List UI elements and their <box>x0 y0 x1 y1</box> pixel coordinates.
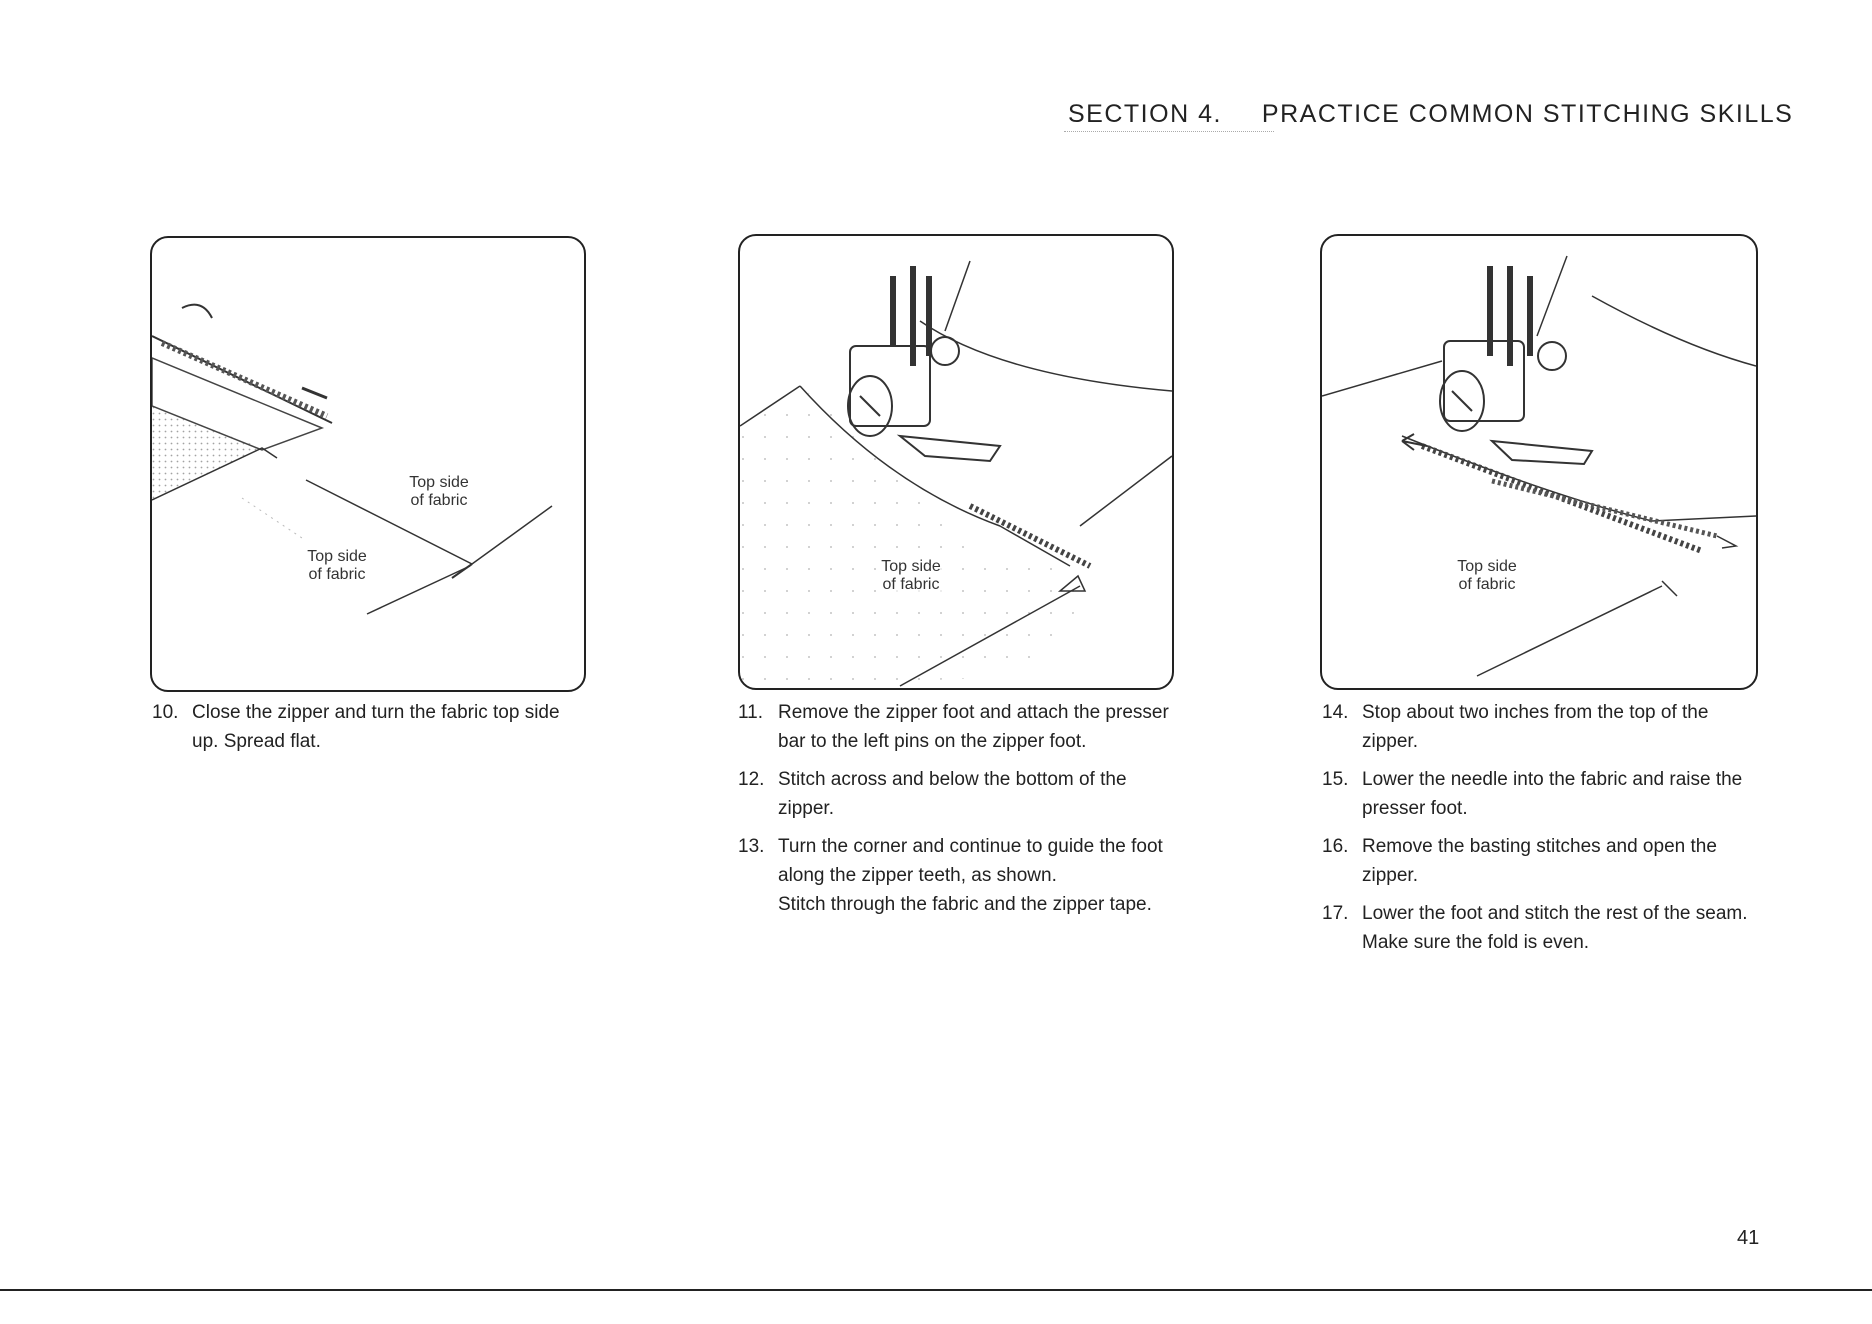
step-text-group: Turn the corner and continue to guide th… <box>778 832 1170 919</box>
step-number: 10. <box>152 702 179 723</box>
step-item: 14. Stop about two inches from the top o… <box>1322 698 1754 756</box>
steps-column-3: 14. Stop about two inches from the top o… <box>1322 698 1754 966</box>
bottom-divider <box>0 1289 1872 1291</box>
steps-column-2: 11. Remove the zipper foot and attach th… <box>738 698 1170 928</box>
step-item: 12. Stitch across and below the bottom o… <box>738 765 1170 823</box>
step-item: 13. Turn the corner and continue to guid… <box>738 832 1170 919</box>
finish-seam-illustration <box>1322 255 1756 677</box>
section-header: SECTION 4. PRACTICE COMMON STITCHING SKIL… <box>1068 100 1793 129</box>
step-number: 15. <box>1322 769 1349 790</box>
step-number: 14. <box>1322 702 1349 723</box>
step-item: 10. Close the zipper and turn the fabric… <box>152 698 584 756</box>
step-item: 16. Remove the basting stitches and open… <box>1322 832 1754 890</box>
step-text: Close the zipper and turn the fabric top… <box>192 702 560 752</box>
section-title: PRACTICE COMMON STITCHING SKILLS <box>1261 100 1794 128</box>
stitch-across-zipper-illustration <box>740 260 1172 688</box>
steps-column-1: 10. Close the zipper and turn the fabric… <box>152 698 584 765</box>
illustration-panel-2: Top side of fabric <box>738 234 1174 690</box>
step-text: Stop about two inches from the top of th… <box>1362 702 1709 752</box>
step-extra-text: Stitch through the fabric and the zipper… <box>778 894 1152 915</box>
step-text: Remove the zipper foot and attach the pr… <box>778 702 1169 752</box>
step-text: Lower the needle into the fabric and rai… <box>1362 769 1743 819</box>
page-number: 41 <box>1737 1227 1760 1249</box>
step-item: 15. Lower the needle into the fabric and… <box>1322 765 1754 823</box>
zipper-closed-illustration <box>152 303 553 615</box>
step-text: Stitch across and below the bottom of th… <box>778 769 1127 819</box>
step-item: 17. Lower the foot and stitch the rest o… <box>1322 899 1754 957</box>
illustration-panel-3: Top side of fabric <box>1320 234 1758 690</box>
step-number: 16. <box>1322 836 1349 857</box>
step-text: Remove the basting stitches and open the… <box>1362 836 1717 886</box>
illustration-panel-1: Top side of fabric Top side of fabric <box>150 236 586 692</box>
step-number: 11. <box>738 702 764 723</box>
fabric-label: Top side of fabric <box>302 548 372 584</box>
step-number: 17. <box>1322 903 1349 924</box>
fabric-label: Top side of fabric <box>404 474 474 510</box>
step-number: 12. <box>738 769 765 790</box>
step-number: 13. <box>738 836 765 857</box>
step-text: Turn the corner and continue to guide th… <box>778 836 1163 886</box>
fabric-label: Top side of fabric <box>876 558 946 594</box>
step-text: Lower the foot and stitch the rest of th… <box>1362 903 1748 953</box>
step-item: 11. Remove the zipper foot and attach th… <box>738 698 1170 756</box>
header-dotted-rule <box>1064 131 1274 132</box>
section-number: SECTION 4. <box>1068 100 1222 128</box>
fabric-label: Top side of fabric <box>1452 558 1522 594</box>
